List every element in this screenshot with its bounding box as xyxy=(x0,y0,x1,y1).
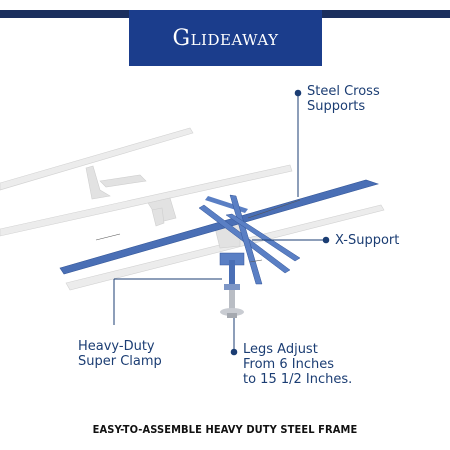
steel-cross-bars xyxy=(59,179,380,275)
callout-line: Supports xyxy=(307,99,366,114)
callout-line: Steel Cross xyxy=(307,84,380,99)
leader-lines xyxy=(113,89,330,356)
adjustable-leg xyxy=(220,290,244,318)
callout-x-support: X-Support xyxy=(335,233,399,248)
brand-logo: Glideaway xyxy=(129,10,322,66)
callout-line: From 6 Inches xyxy=(243,357,334,372)
callout-line: Super Clamp xyxy=(78,354,162,369)
callout-line: to 15 1/2 Inches. xyxy=(243,372,353,387)
brand-name: Glideaway xyxy=(172,25,279,51)
callout-line: Legs Adjust xyxy=(243,342,318,357)
callout-steel-cross-supports: Steel Cross Supports xyxy=(307,84,380,114)
product-caption: EASY-TO-ASSEMBLE HEAVY DUTY STEEL FRAME xyxy=(92,423,358,436)
side-rails xyxy=(0,127,385,291)
callout-line: X-Support xyxy=(335,233,400,248)
dimension-marks xyxy=(95,199,301,263)
x-support xyxy=(198,194,301,285)
super-clamp xyxy=(219,252,245,290)
callout-super-clamp: Heavy-Duty Super Clamp xyxy=(78,339,162,369)
callout-line: Heavy-Duty xyxy=(78,339,155,354)
callout-legs-adjust: Legs Adjust From 6 Inches to 15 1/2 Inch… xyxy=(243,342,352,387)
